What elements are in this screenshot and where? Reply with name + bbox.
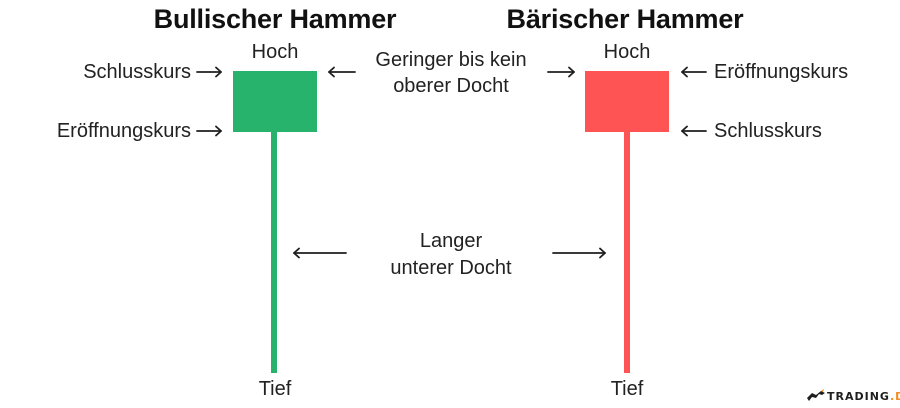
bullish-title: Bullischer Hammer <box>153 4 397 34</box>
bearish-title: Bärischer Hammer <box>506 4 744 34</box>
lower-wick-annotation-line-1: Langer <box>419 230 483 252</box>
arrow-left-icon <box>681 125 707 137</box>
arrow-right-icon <box>547 66 575 78</box>
bullish-high-label: Hoch <box>251 41 299 63</box>
bearish-high-label: Hoch <box>603 41 651 63</box>
trading-de-logo[interactable]: TRADING.DE <box>806 388 900 404</box>
lower-wick-annotation-line-2: unterer Docht <box>390 257 512 279</box>
arrow-right-icon <box>196 66 222 78</box>
arrow-left-icon <box>328 66 356 78</box>
arrow-right-icon <box>196 125 222 137</box>
bullish-candle-body <box>233 71 317 132</box>
logo-text: TRADING <box>827 389 890 403</box>
logo-suffix: .DE <box>889 389 900 403</box>
bearish-candle-body <box>585 71 669 132</box>
arrow-right-icon <box>552 247 606 259</box>
lower-wick-annotation: Langer unterer Docht <box>351 228 551 282</box>
bearish-low-label: Tief <box>610 378 644 400</box>
upper-wick-annotation-line-1: Geringer bis kein <box>375 49 527 71</box>
bullish-wick <box>271 130 277 373</box>
bearish-close-label: Schlusskurs <box>714 120 822 142</box>
bullish-close-label: Schlusskurs <box>83 61 191 83</box>
arrow-left-icon <box>293 247 347 259</box>
upper-wick-annotation: Geringer bis kein oberer Docht <box>351 47 551 99</box>
bull-icon <box>807 389 825 401</box>
arrow-left-icon <box>681 66 707 78</box>
bearish-wick <box>624 130 630 373</box>
bearish-open-label: Eröffnungskurs <box>714 61 849 83</box>
upper-wick-annotation-line-2: oberer Docht <box>393 75 509 97</box>
bullish-low-label: Tief <box>258 378 292 400</box>
bullish-open-label: Eröffnungskurs <box>56 120 191 142</box>
